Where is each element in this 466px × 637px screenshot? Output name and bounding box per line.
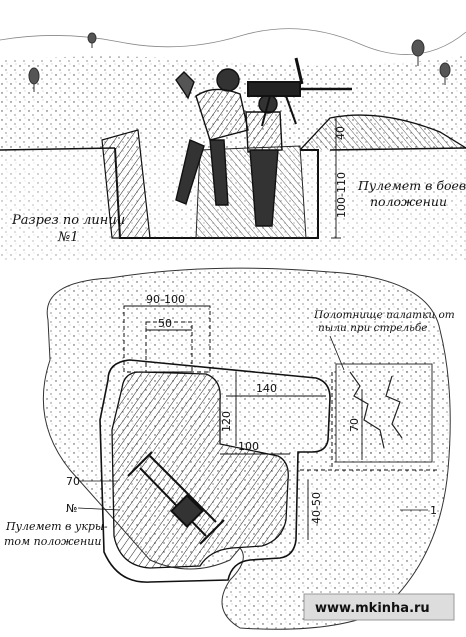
section-marker: № xyxy=(66,502,77,515)
plan-dimensions xyxy=(124,305,363,540)
parapet-dimension-label: 40 xyxy=(334,126,347,140)
watermark: www.mkinha.ru xyxy=(315,601,430,616)
dim-canvas-len: 70 xyxy=(348,418,361,432)
dim-side-gap: 40-50 xyxy=(310,492,323,524)
soil-fill xyxy=(0,150,466,260)
machine-gun-section xyxy=(247,57,352,127)
ground-surface-right xyxy=(329,147,466,151)
dim-width-lower: 100 xyxy=(238,440,259,453)
dim-left-label: 70 xyxy=(66,475,80,488)
horizon-line xyxy=(0,28,466,55)
plan-caption-right: Полотнище палатки от пыли при стрельбе xyxy=(313,309,458,334)
depth-dimension-label: 100-110 xyxy=(335,172,348,218)
machine-gun-plan xyxy=(127,451,225,545)
plan-view: 90-100 50 140 120 100 70 40-50 70 № 1 Пу… xyxy=(4,267,458,630)
section-caption: Пулемет в боевом положении xyxy=(357,178,466,209)
cross-section: 100-110 40 Разрез по линии №1 Пулемет в … xyxy=(0,28,466,260)
right-marker: 1 xyxy=(430,504,437,517)
dim-depth-main: 120 xyxy=(220,411,233,432)
leader-lines xyxy=(77,335,428,511)
depth-dimension xyxy=(331,118,341,239)
section-title: Разрез по линии №1 xyxy=(11,213,129,245)
plan-caption-left: Пулемет в укры- том положении xyxy=(4,520,111,548)
pit-floor xyxy=(111,371,289,569)
pit-outline xyxy=(99,359,331,583)
dim-top-total: 90-100 xyxy=(146,293,185,306)
dim-top-inner: 50 xyxy=(158,317,172,330)
parapet xyxy=(299,114,466,151)
watermark-box xyxy=(303,593,455,621)
tree-icon xyxy=(28,32,451,92)
gunner-figures xyxy=(175,68,283,227)
dim-width-main: 140 xyxy=(256,382,277,395)
tent-canvas-pattern xyxy=(349,371,403,449)
ground-surface-left xyxy=(0,147,116,151)
